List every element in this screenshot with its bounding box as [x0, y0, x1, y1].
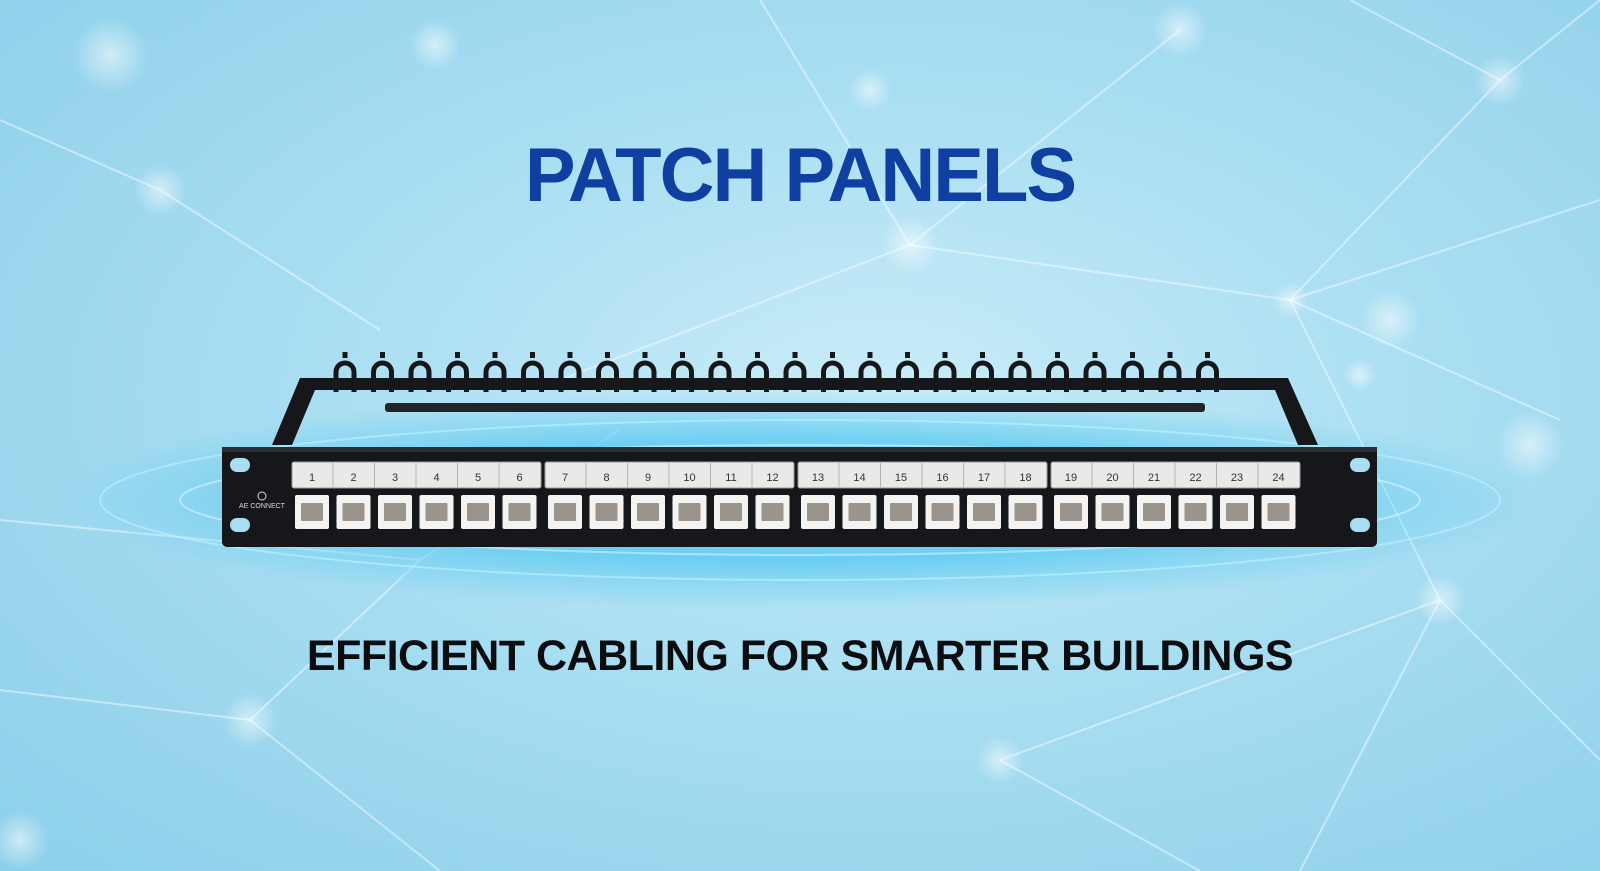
jack-opening: [1101, 503, 1124, 521]
jack-opening: [595, 503, 618, 521]
port-number-label: 5: [475, 472, 481, 484]
port-number-label: 19: [1065, 472, 1077, 484]
jack-opening: [761, 503, 784, 521]
jack-opening: [554, 503, 576, 521]
jack-opening: [848, 503, 871, 521]
jack-opening: [1014, 503, 1037, 521]
jack-opening: [508, 503, 531, 521]
jack-opening: [1267, 503, 1290, 521]
jack-opening: [807, 503, 829, 521]
port-number-label: 15: [895, 472, 907, 484]
jack-opening: [720, 503, 742, 521]
port-number-label: 6: [516, 472, 522, 484]
port-number-label: 3: [392, 472, 398, 484]
jack-opening: [890, 503, 912, 521]
port-number-label: 16: [936, 472, 948, 484]
port-number-label: 24: [1272, 472, 1284, 484]
port-number-label: 7: [562, 472, 568, 484]
jack-opening: [301, 503, 323, 521]
jack-opening: [1226, 503, 1248, 521]
tagline: EFFICIENT CABLING FOR SMARTER BUILDINGS: [306, 632, 1294, 680]
port-number-label: 20: [1106, 472, 1118, 484]
port-number-label: 8: [603, 472, 609, 484]
port-number-label: 17: [978, 472, 990, 484]
jack-opening: [637, 503, 659, 521]
port-number-label: 14: [853, 472, 865, 484]
jack-opening: [467, 503, 489, 521]
jack-opening: [384, 503, 406, 521]
port-number-label: 10: [683, 472, 695, 484]
jack-opening: [342, 503, 365, 521]
jack-opening: [973, 503, 995, 521]
brand-logo: AE CONNECT: [239, 503, 286, 510]
port-number-label: 23: [1231, 472, 1243, 484]
jack-opening: [425, 503, 448, 521]
cable-manager-bar: [272, 352, 1318, 445]
jack-opening: [1184, 503, 1207, 521]
port-number-label: 1: [309, 472, 315, 484]
jack-opening: [1143, 503, 1165, 521]
port-number-label: 11: [725, 472, 736, 484]
port-number-label: 13: [812, 472, 824, 484]
port-number-label: 4: [433, 472, 439, 484]
jack-opening: [931, 503, 954, 521]
port-number-label: 2: [350, 472, 356, 484]
port-number-label: 9: [645, 472, 651, 484]
port-number-label: 12: [766, 472, 778, 484]
port-number-label: 21: [1148, 472, 1160, 484]
page-title: PATCH PANELS: [524, 133, 1077, 218]
port-number-label: 22: [1189, 472, 1201, 484]
jack-opening: [678, 503, 701, 521]
brand-logo-icon: [257, 491, 267, 501]
port-number-label: 18: [1019, 472, 1031, 484]
jack-opening: [1060, 503, 1082, 521]
